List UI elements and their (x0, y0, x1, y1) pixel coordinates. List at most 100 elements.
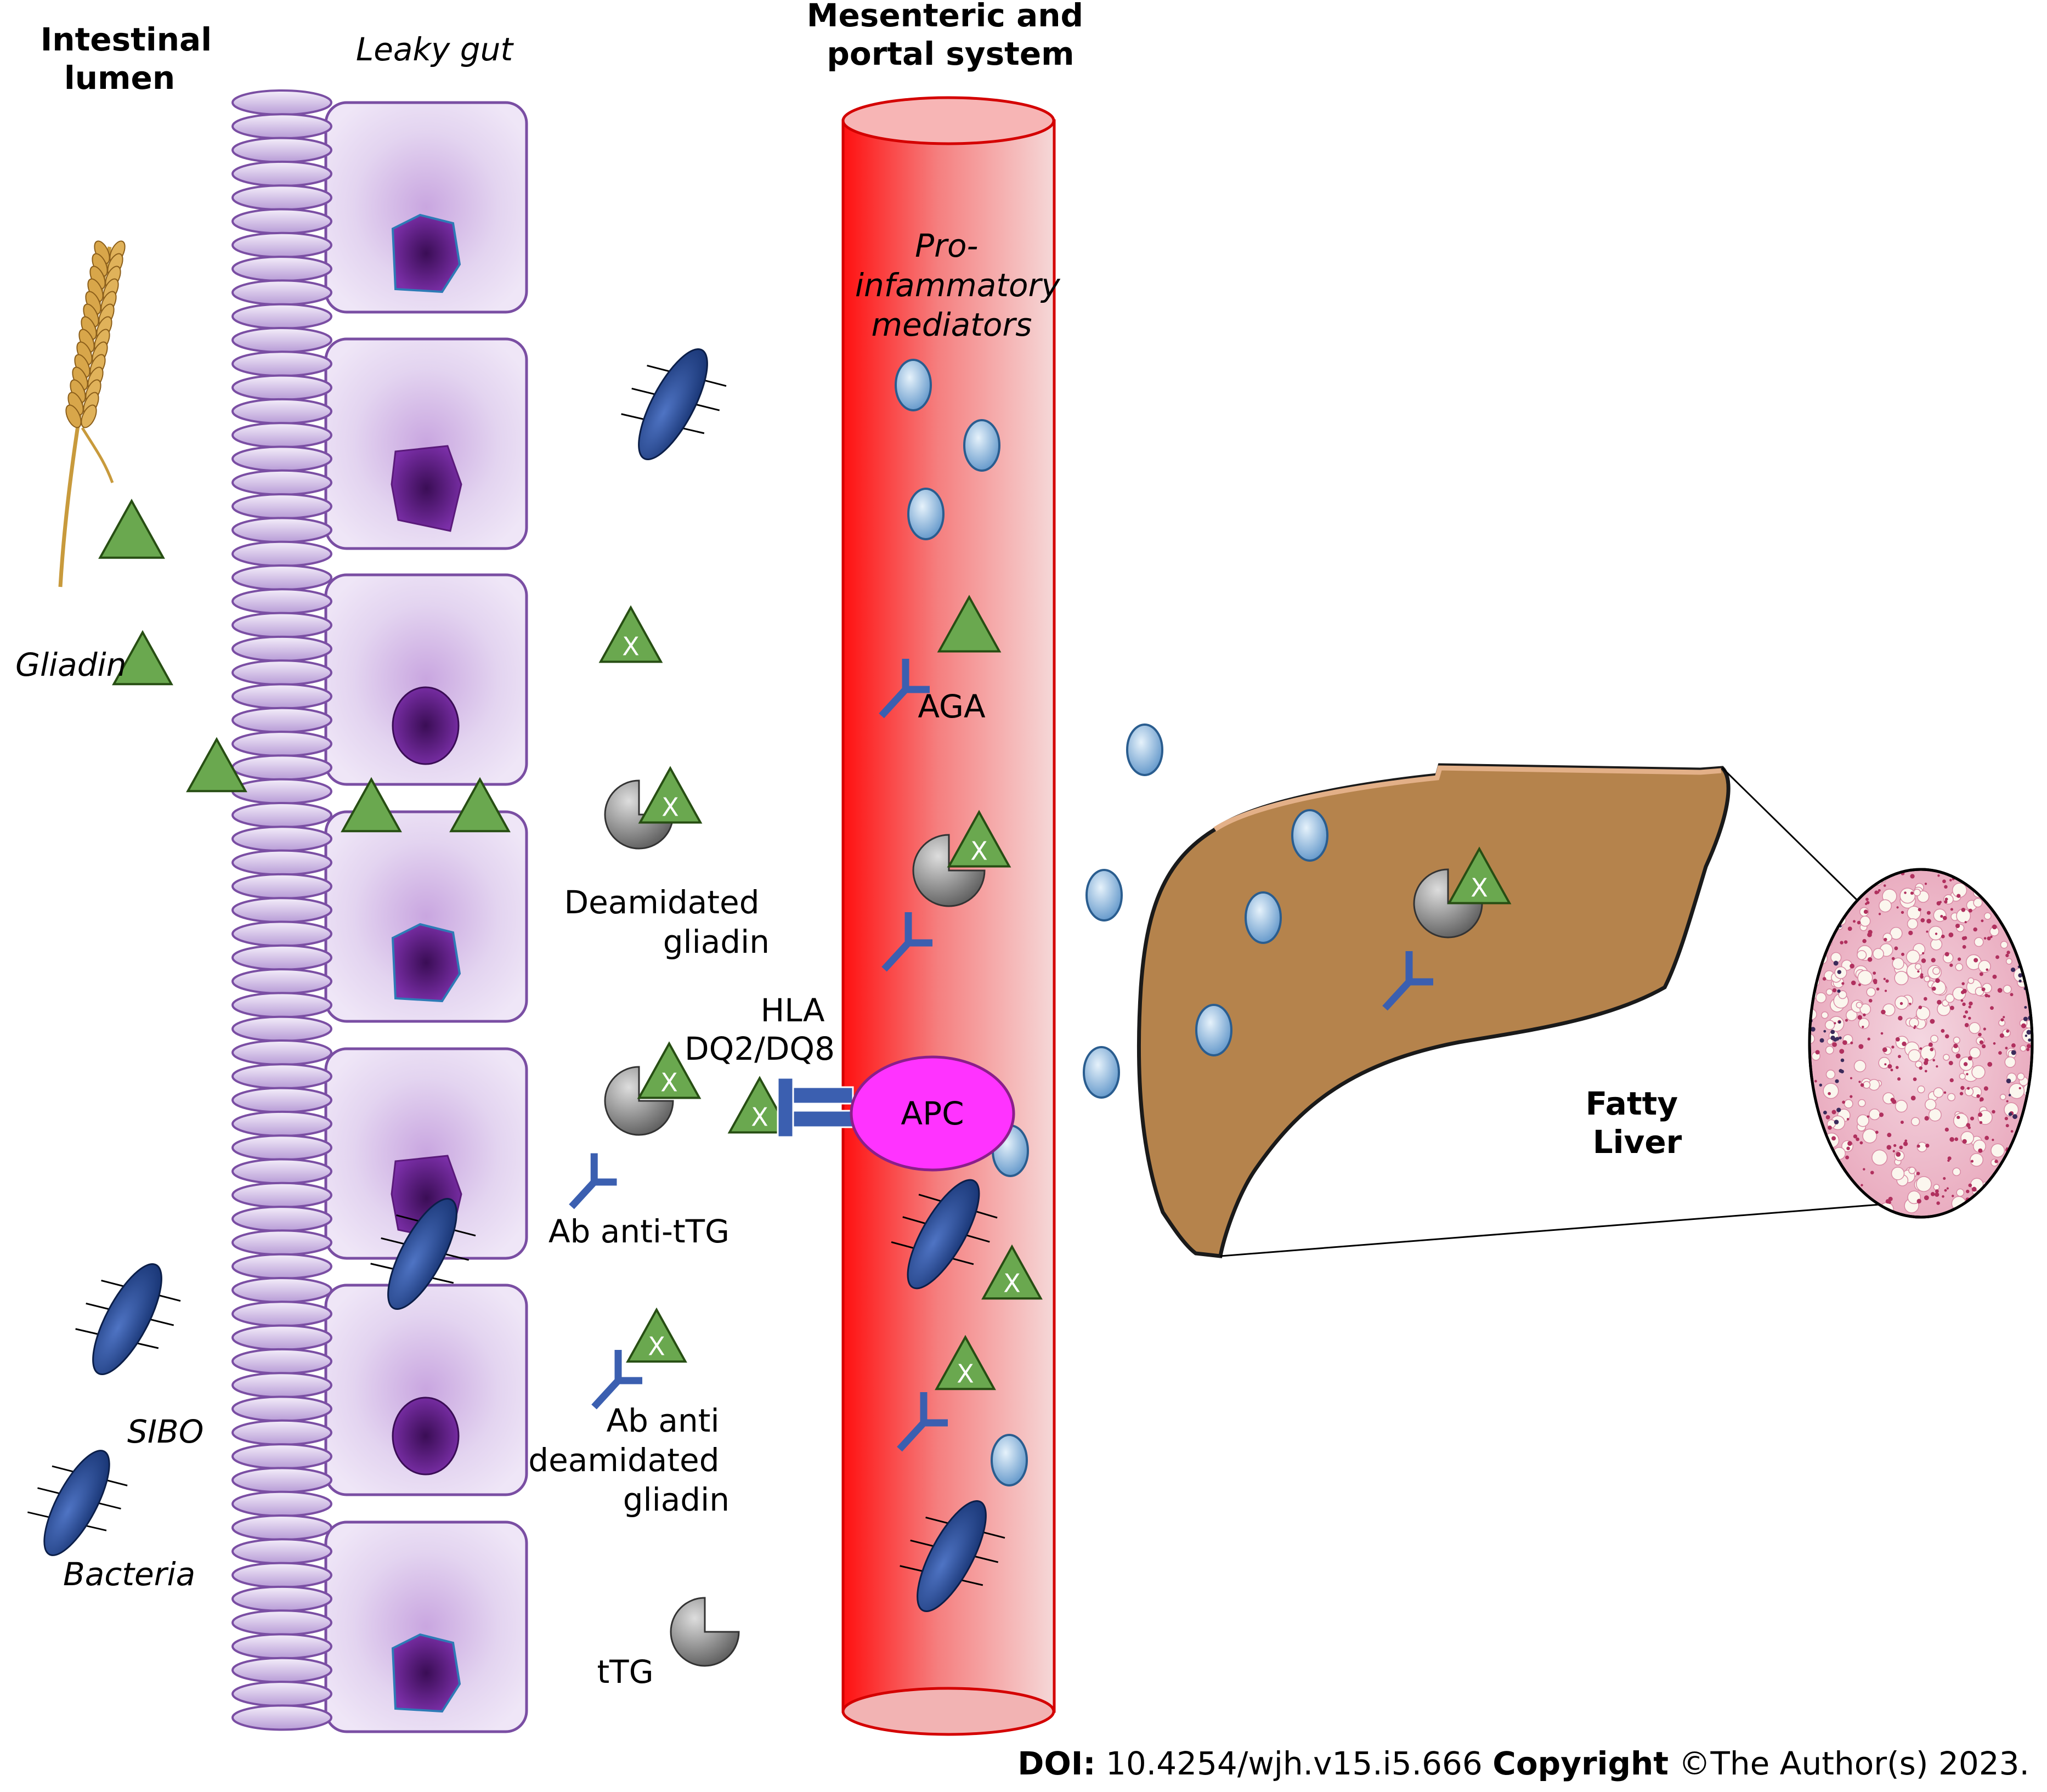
fat-vacuole (1866, 987, 1876, 997)
cell-nucleus-dot (1866, 901, 1870, 905)
cell-nucleus-dot (1828, 1125, 1832, 1130)
cell-nucleus-dot (1944, 885, 1948, 889)
cell-nucleus-dot (2022, 1162, 2025, 1165)
fat-vacuole (1812, 1188, 1829, 1204)
modified-gliadin-icon: X (598, 605, 663, 663)
cell-nucleus-dot (1965, 1010, 1969, 1014)
fat-vacuole (1809, 1127, 1817, 1138)
cell-nucleus-dot (1962, 945, 1966, 949)
cell-nucleus-dot (1908, 930, 1913, 935)
cell-nucleus-dot (1831, 1174, 1835, 1178)
fat-vacuole (1827, 1038, 1834, 1045)
fat-vacuole (1971, 1065, 1986, 1079)
cell-nucleus-dot (1858, 983, 1861, 986)
cell-nucleus-dot (1941, 934, 1945, 939)
fat-vacuole (1828, 1169, 1836, 1178)
fat-vacuole (1973, 898, 1983, 908)
cell-nucleus-dot (1920, 973, 1924, 976)
cell-nucleus-dot (1953, 1043, 1958, 1049)
fat-vacuole (1920, 1045, 1936, 1061)
cell-nucleus-dot (1880, 1032, 1884, 1035)
doi-label: DOI: (1017, 1745, 1095, 1782)
cell-nucleus-dot (2008, 1094, 2011, 1096)
cell-nucleus-dot (1948, 1061, 1953, 1066)
epithelial-cell (324, 1284, 528, 1496)
cell-nucleus-dot (2010, 1130, 2014, 1133)
epithelial-cells (324, 101, 528, 1733)
cell-nucleus-dot (1820, 1173, 1825, 1178)
fat-vacuole (1899, 887, 1916, 904)
cell-nucleus-dot (1829, 1197, 1832, 1201)
cell-nucleus-dot (1992, 974, 1997, 979)
fat-vacuole (2018, 891, 2032, 906)
cell-nucleus-dot (2026, 1044, 2031, 1049)
fat-vacuole (1857, 950, 1867, 960)
cell-nucleus-dot (1860, 1083, 1864, 1087)
fat-vacuole (1820, 1169, 1833, 1182)
microvillus (231, 1704, 332, 1731)
cell-nucleus-dot (1979, 972, 1983, 976)
cell-nucleus-dot (1845, 878, 1850, 883)
fat-vacuole (1839, 1183, 1852, 1196)
fat-vacuole (1967, 977, 1975, 984)
fat-vacuole (1974, 937, 1984, 947)
modified-gliadin-icon: X (637, 1041, 702, 1099)
cell-nucleus-dot (1930, 1019, 1935, 1024)
nucleus (391, 923, 461, 1003)
fat-vacuole (2016, 869, 2026, 875)
cell-nucleus-dot (1966, 1189, 1970, 1194)
fat-vacuole (1955, 963, 1964, 971)
doi-value: 10.4254/wjh.v15.i5.666 (1106, 1745, 1483, 1782)
cell-nucleus-dot (1983, 884, 1987, 888)
cell-nucleus-dot (1944, 897, 1948, 901)
cell-nucleus-dot (1896, 1215, 1899, 1217)
cell-nucleus-dot (2006, 1078, 2011, 1083)
fat-vacuole (1823, 1187, 1832, 1196)
microvillus (231, 706, 332, 733)
cell-nucleus-dot (1878, 889, 1881, 892)
fat-vacuole (1857, 970, 1873, 986)
cell-nucleus-dot (1884, 937, 1887, 942)
fat-vacuole (1858, 1017, 1870, 1030)
cell-nucleus-dot (1944, 1189, 1947, 1192)
fat-vacuole (2025, 958, 2032, 965)
microvillus (231, 445, 332, 472)
microvillus (231, 635, 332, 662)
cell-nucleus-dot (2003, 1016, 2005, 1019)
cell-nucleus-dot (1968, 1005, 1971, 1009)
deamidated-gliadin-label: Deamidated gliadin (564, 884, 770, 960)
fat-vacuole (2017, 1072, 2025, 1081)
microvilli-column (231, 89, 332, 1731)
cell-nucleus-dot (1835, 1079, 1839, 1083)
cell-nucleus-dot (1968, 1016, 1971, 1020)
microvillus (231, 920, 332, 947)
cell-nucleus-dot (1968, 1183, 1972, 1188)
cell-nucleus-dot (1891, 1045, 1895, 1049)
inflammatory-mediator-icon (895, 359, 932, 411)
cell-nucleus-dot (1809, 1104, 1813, 1107)
microvillus (231, 1538, 332, 1565)
fat-vacuole (2010, 874, 2025, 889)
cell-nucleus-dot (2005, 884, 2009, 888)
microvillus (231, 1490, 332, 1517)
cell-nucleus-dot (2029, 979, 2032, 984)
inflammatory-mediator-icon (907, 488, 945, 540)
cell-nucleus-dot (1978, 1032, 1982, 1037)
microvillus (231, 1277, 332, 1303)
cell-nucleus-dot (1916, 1199, 1921, 1204)
nucleus (392, 1397, 460, 1476)
bacteria-label: Bacteria (63, 1556, 195, 1593)
x-mark: X (970, 836, 988, 866)
modified-gliadin-icon: X (935, 1335, 996, 1390)
microvillus (231, 398, 332, 425)
microvillus (231, 1229, 332, 1256)
cell-nucleus-dot (1809, 1147, 1814, 1151)
bacterium-icon (75, 1263, 181, 1375)
cell-nucleus-dot (1992, 924, 1997, 930)
fat-vacuole (1972, 873, 1983, 883)
cell-nucleus-dot (1981, 1206, 1984, 1209)
fat-vacuole (1969, 1047, 1981, 1059)
cell-nucleus-dot (1898, 1055, 1901, 1058)
fat-vacuole (1863, 1081, 1871, 1089)
fat-vacuole (1894, 970, 1909, 986)
